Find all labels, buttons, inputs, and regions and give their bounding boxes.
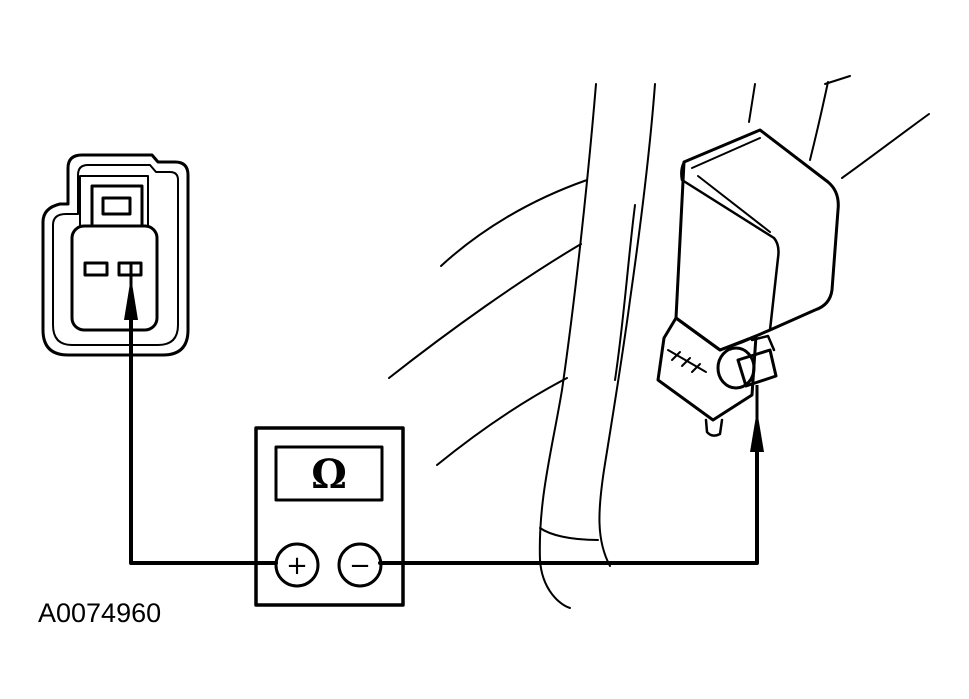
panel-line-1 [748, 83, 756, 123]
meter-case [254, 426, 405, 607]
buckle-face-edge [680, 160, 780, 332]
negative-probe-tip [750, 410, 764, 452]
seat-base-curve [539, 527, 599, 541]
buckle-housing [674, 128, 840, 352]
crease-line-2 [388, 243, 582, 379]
crease-line-1 [440, 179, 588, 267]
negative-terminal-label: − [349, 551, 371, 581]
buckle-connector-plug [736, 348, 778, 388]
meter-display [274, 445, 384, 502]
harness-connector [41, 153, 190, 357]
connector-inner-shell [52, 164, 179, 346]
connector-lock-tab [79, 175, 149, 227]
terminal-cavity-1 [83, 261, 109, 277]
pillar-left-edge [538, 83, 597, 609]
crease-line-3 [436, 377, 568, 466]
pillar-inner-edge [614, 204, 636, 381]
negative-terminal [337, 542, 383, 588]
ohmmeter: Ω + − [254, 426, 405, 607]
panel-line-2 [809, 81, 829, 161]
panel-line-3 [824, 75, 851, 85]
buckle-base-ridges [667, 349, 707, 373]
connector-outer-shell [41, 153, 190, 357]
test-leads [124, 262, 764, 565]
positive-terminal [274, 542, 320, 588]
buckle-base-foot [704, 418, 724, 437]
buckle-switch [656, 128, 840, 437]
meter-display-symbol: Ω [311, 451, 347, 498]
vehicle-structure [388, 75, 930, 609]
positive-terminal-label: + [286, 551, 308, 581]
buckle-face-inner [691, 137, 771, 233]
negative-lead-wire [378, 448, 759, 565]
positive-lead-wire [129, 316, 278, 565]
buckle-connector-latch [750, 334, 776, 352]
buckle-connector-ring [716, 346, 756, 390]
connector-latch [90, 184, 144, 227]
pillar-center-edge [598, 83, 656, 567]
panel-line-4 [841, 113, 930, 179]
figure-reference-id: A0074960 [38, 598, 161, 628]
connector-body [70, 224, 159, 332]
